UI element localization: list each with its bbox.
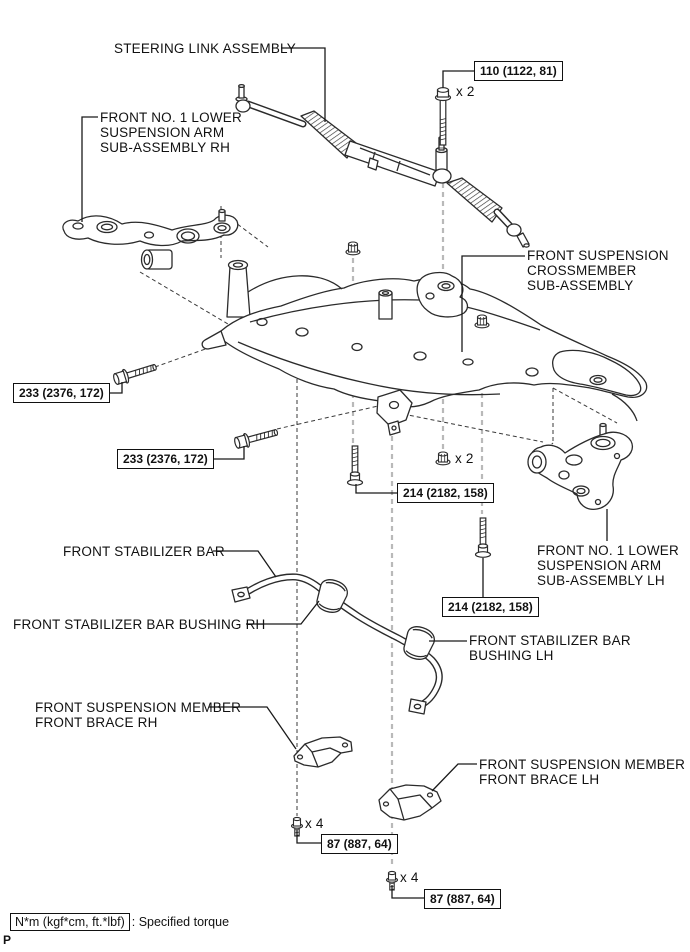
nut-icon	[345, 241, 361, 256]
bolt-icon	[434, 87, 452, 146]
label-line: FRONT NO. 1 LOWER	[537, 543, 679, 558]
label-steering-link-assembly: STEERING LINK ASSEMBLY	[114, 41, 296, 56]
label-line: SUB-ASSEMBLY RH	[100, 140, 231, 155]
label-brace-lh: FRONT SUSPENSION MEMBER FRONT BRACE LH	[479, 757, 685, 787]
qty-steering-bolts: x 2	[456, 84, 475, 99]
label-stabilizer-bar: FRONT STABILIZER BAR	[63, 544, 225, 559]
label-line: FRONT SUSPENSION MEMBER	[479, 757, 686, 772]
lower-arm-rh-drawing	[62, 208, 239, 270]
qty-arm-nuts: x 2	[455, 451, 474, 466]
label-lower-arm-lh: FRONT NO. 1 LOWER SUSPENSION ARM SUB-ASS…	[537, 543, 679, 588]
label-stabilizer-bushing-rh: FRONT STABILIZER BAR BUSHING RH	[13, 617, 266, 632]
bolt-icon	[474, 517, 492, 558]
lower-arm-lh-drawing	[527, 422, 634, 510]
torque-box-arm-bolt-a: 214 (2182, 158)	[397, 483, 494, 503]
label-crossmember: FRONT SUSPENSION CROSSMEMBER SUB-ASSEMBL…	[527, 248, 669, 293]
steering-rack-drawing	[235, 83, 530, 248]
qty-brace-bolts-rh: x 4	[305, 816, 324, 831]
label-line: SUSPENSION ARM	[100, 125, 225, 140]
torque-legend: N*m (kgf*cm, ft.*lbf) : Specified torque	[10, 913, 229, 931]
torque-box-brace-bolts-lh: 87 (887, 64)	[424, 889, 501, 909]
label-stabilizer-bushing-lh: FRONT STABILIZER BAR BUSHING LH	[469, 633, 631, 663]
bolt-icon	[113, 363, 157, 386]
page-marker: P	[3, 933, 12, 947]
qty-brace-bolts-lh: x 4	[400, 870, 419, 885]
label-brace-rh: FRONT SUSPENSION MEMBER FRONT BRACE RH	[35, 700, 241, 730]
label-line: FRONT SUSPENSION	[527, 248, 669, 263]
nut-icon	[474, 314, 490, 329]
stabilizer-bar-drawing	[231, 573, 443, 715]
label-line: SUB-ASSEMBLY LH	[537, 573, 665, 588]
torque-box-steering-bolts: 110 (1122, 81)	[474, 61, 563, 81]
torque-box-member-bolt-b: 233 (2376, 172)	[117, 449, 214, 469]
torque-box-brace-bolts-rh: 87 (887, 64)	[321, 834, 398, 854]
label-line: CROSSMEMBER	[527, 263, 637, 278]
label-line: SUSPENSION ARM	[537, 558, 662, 573]
nut-icon	[435, 451, 451, 466]
brace-rh-drawing	[293, 736, 353, 768]
label-line: FRONT SUSPENSION MEMBER	[35, 700, 242, 715]
bolt-icon	[346, 445, 364, 486]
label-line: FRONT NO. 1 LOWER	[100, 110, 242, 125]
bolt-icon	[234, 429, 279, 449]
label-line: FRONT BRACE RH	[35, 715, 158, 730]
label-line: FRONT BRACE LH	[479, 772, 600, 787]
label-line: FRONT STABILIZER BAR	[469, 633, 631, 648]
legend-torque-unit-box: N*m (kgf*cm, ft.*lbf)	[10, 913, 130, 931]
legend-description: : Specified torque	[131, 915, 230, 929]
torque-box-member-bolt-a: 233 (2376, 172)	[13, 383, 110, 403]
brace-lh-drawing	[378, 784, 442, 821]
label-line: BUSHING LH	[469, 648, 554, 663]
torque-box-arm-bolt-b: 214 (2182, 158)	[442, 597, 539, 617]
crossmember-drawing	[201, 259, 648, 436]
label-lower-arm-rh: FRONT NO. 1 LOWER SUSPENSION ARM SUB-ASS…	[100, 110, 242, 155]
label-line: SUB-ASSEMBLY	[527, 278, 634, 293]
